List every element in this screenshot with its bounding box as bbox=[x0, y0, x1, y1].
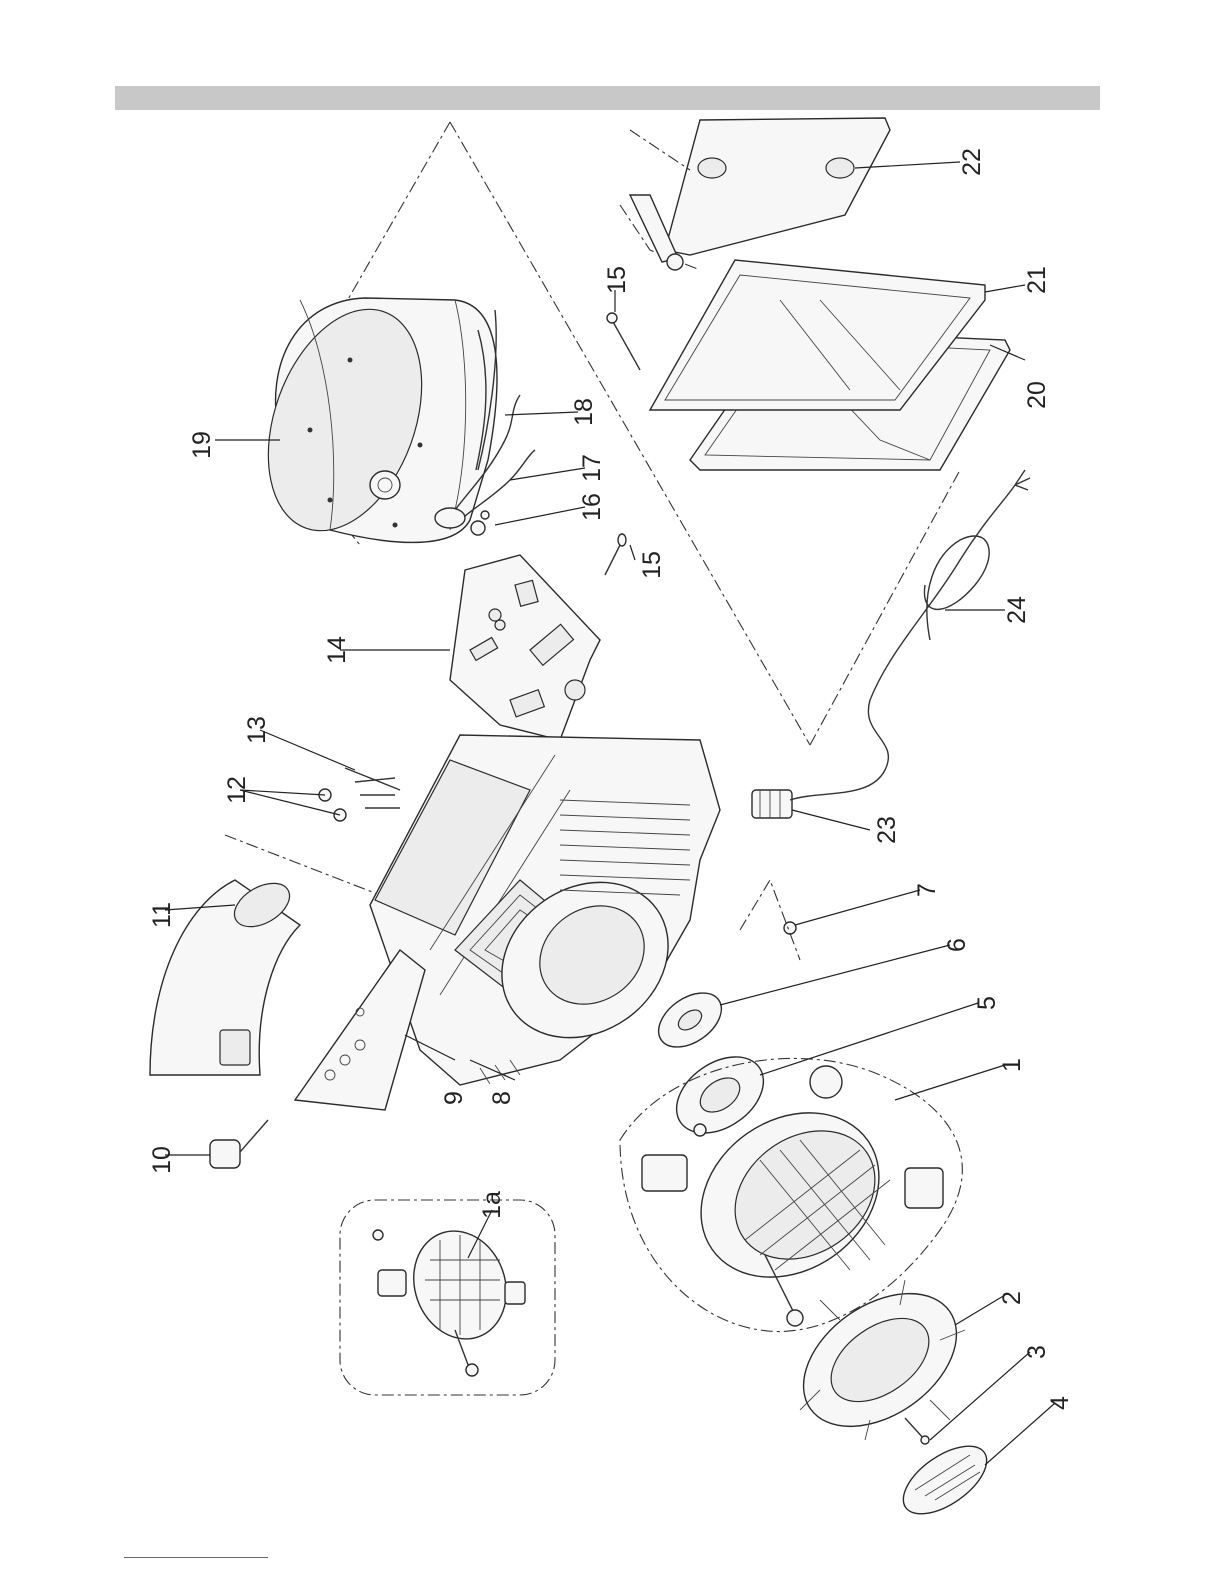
part-13-connector bbox=[345, 768, 400, 808]
callout-3: 3 bbox=[1023, 1345, 1051, 1359]
callout-23: 23 bbox=[873, 816, 901, 844]
callout-8: 8 bbox=[488, 1091, 516, 1105]
part-12-caps bbox=[319, 789, 346, 821]
callout-7: 7 bbox=[913, 883, 941, 897]
callout-19: 19 bbox=[188, 431, 216, 459]
callout-22: 22 bbox=[958, 148, 986, 176]
callout-16: 16 bbox=[578, 493, 606, 521]
part-2-cover bbox=[779, 1266, 981, 1454]
leader-6 bbox=[720, 945, 950, 1005]
part-6-washer bbox=[649, 982, 732, 1058]
part-16-screw bbox=[471, 511, 489, 535]
callout-21: 21 bbox=[1023, 266, 1051, 294]
callout-2: 2 bbox=[998, 1291, 1026, 1305]
leader-7 bbox=[795, 890, 920, 925]
callout-15a: 15 bbox=[638, 551, 666, 579]
callout-15b: 15 bbox=[603, 266, 631, 294]
part-10-knob bbox=[210, 1120, 268, 1168]
part-23-gland bbox=[752, 790, 792, 818]
part-1-pump-head bbox=[620, 1058, 962, 1331]
leader-15a bbox=[630, 545, 635, 560]
leader-21 bbox=[985, 285, 1025, 292]
leader-18 bbox=[505, 412, 578, 415]
part-4-lens bbox=[892, 1433, 998, 1527]
callout-24: 24 bbox=[1003, 596, 1031, 624]
part-14-circuit-board bbox=[450, 555, 600, 740]
callout-6: 6 bbox=[943, 938, 971, 952]
footer-rule bbox=[124, 1557, 268, 1558]
leader-23 bbox=[792, 810, 870, 830]
callout-13: 13 bbox=[243, 716, 271, 744]
callout-18: 18 bbox=[570, 398, 598, 426]
callout-4: 4 bbox=[1046, 1396, 1074, 1410]
callout-1a: 1a bbox=[478, 1191, 506, 1219]
callout-5: 5 bbox=[973, 996, 1001, 1010]
callout-14: 14 bbox=[323, 636, 351, 664]
callout-10: 10 bbox=[148, 1146, 176, 1174]
callout-12: 12 bbox=[223, 776, 251, 804]
callout-20: 20 bbox=[1023, 381, 1051, 409]
leader-16 bbox=[495, 507, 585, 525]
callout-17: 17 bbox=[578, 454, 606, 482]
callout-1: 1 bbox=[998, 1058, 1026, 1072]
callout-9: 9 bbox=[440, 1091, 468, 1105]
leader-13 bbox=[260, 730, 355, 770]
leader-12a bbox=[240, 790, 325, 795]
callout-11: 11 bbox=[148, 902, 176, 928]
part-9-plate bbox=[295, 950, 425, 1110]
leader-5 bbox=[760, 1003, 978, 1075]
part-7-screw bbox=[740, 880, 800, 960]
part-24-cable bbox=[790, 470, 1030, 800]
leader-1 bbox=[895, 1065, 1005, 1100]
part-15-screw-upper bbox=[605, 534, 626, 575]
part-1a-alt-pump-head bbox=[340, 1200, 555, 1395]
leader-4 bbox=[985, 1403, 1055, 1465]
part-3-screw bbox=[905, 1418, 929, 1444]
leader-17 bbox=[510, 468, 585, 480]
part-15-screw-lower bbox=[607, 313, 640, 370]
